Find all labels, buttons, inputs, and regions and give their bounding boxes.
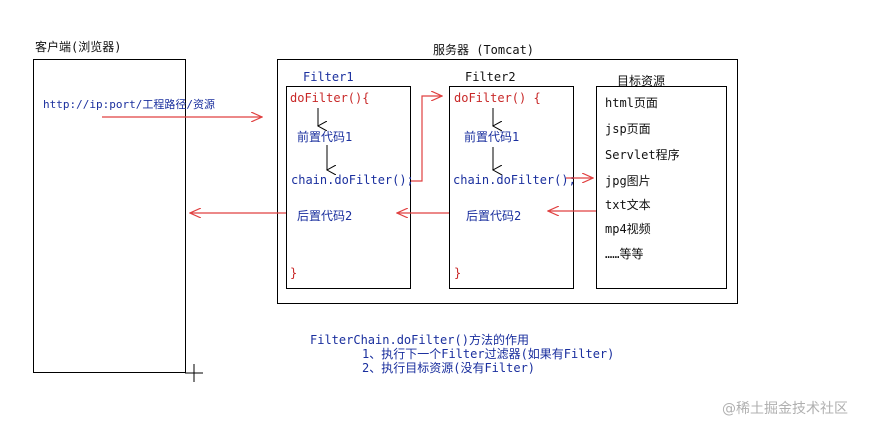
resource-item: mp4视频 (605, 222, 651, 236)
resource-item: txt文本 (605, 198, 651, 212)
filter1-post-code: 后置代码2 (297, 209, 353, 223)
filter1-open: doFilter(){ (290, 91, 370, 105)
filter2-post-code: 后置代码2 (466, 209, 522, 223)
filter1-pre-code: 前置代码1 (297, 130, 353, 144)
resource-item: jpg图片 (605, 174, 651, 188)
resource-item: ……等等 (605, 247, 644, 261)
filter2-pre-code: 前置代码1 (464, 130, 520, 144)
resource-item: Servlet程序 (605, 148, 680, 162)
filter2-title: Filter2 (465, 70, 516, 84)
resource-item: html页面 (605, 96, 658, 110)
watermark: @稀土掘金技术社区 (722, 401, 848, 417)
notes-title: FilterChain.doFilter()方法的作用 (310, 333, 529, 347)
client-title: 客户端(浏览器) (35, 40, 122, 54)
server-title: 服务器 (Tomcat) (433, 43, 535, 57)
notes-line-1: 1、执行下一个Filter过滤器(如果有Filter) (362, 347, 615, 361)
filter2-open: doFilter() { (454, 91, 541, 105)
client-url-label: http://ip:port/工程路径/资源 (43, 98, 215, 111)
filter1-close: } (290, 266, 298, 280)
cursor-crosshair-icon (185, 364, 203, 382)
resources-title: 目标资源 (617, 74, 666, 88)
notes-line-2: 2、执行目标资源(没有Filter) (362, 361, 536, 375)
filter2-chain-call: chain.doFilter(); (453, 173, 576, 187)
client-box (33, 59, 186, 373)
resources-box (596, 86, 727, 289)
filter1-chain-call: chain.doFilter(); (291, 173, 414, 187)
filter2-close: } (454, 266, 462, 280)
request-arrow-filter1-to-filter2 (411, 96, 442, 182)
server-box (277, 59, 738, 304)
filter1-box (286, 86, 411, 289)
filter1-title: Filter1 (303, 70, 354, 84)
filter2-box (449, 86, 574, 289)
resource-item: jsp页面 (605, 122, 651, 136)
